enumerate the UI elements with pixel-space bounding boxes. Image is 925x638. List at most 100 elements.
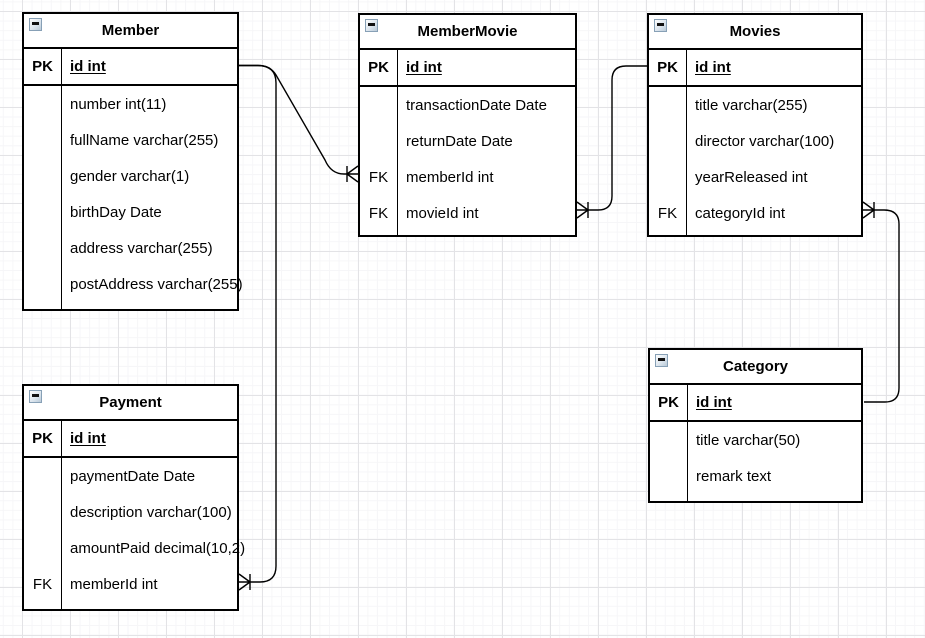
field-label: memberId int <box>70 575 158 593</box>
table-row[interactable]: remark text <box>650 458 861 494</box>
key-cell <box>360 87 398 123</box>
table-title: Category <box>722 358 789 375</box>
table-row[interactable]: returnDate Date <box>360 123 575 159</box>
key-cell <box>360 123 398 159</box>
relationship-member-membermovie[interactable] <box>239 64 359 183</box>
table-title-bar[interactable]: Category <box>650 350 861 385</box>
table-row[interactable]: director varchar(100) <box>649 123 861 159</box>
table-row[interactable]: fullName varchar(255) <box>24 122 237 158</box>
entity-table-member[interactable]: Member PK id int number int(11) fullName… <box>22 12 243 311</box>
field-label: fullName varchar(255) <box>70 131 219 149</box>
field-label: director varchar(100) <box>695 132 835 150</box>
key-cell: PK <box>24 49 62 84</box>
collapse-minus-icon[interactable] <box>29 18 42 31</box>
table-footer-spacer <box>24 602 237 609</box>
table-row[interactable]: transactionDate Date <box>360 87 575 123</box>
table-row[interactable]: title varchar(255) <box>649 87 861 123</box>
field-label: address varchar(255) <box>70 239 213 257</box>
table-row[interactable]: amountPaid decimal(10,2) <box>24 530 245 566</box>
entity-table-membermovie[interactable]: MemberMovie PK id int transactionDate Da… <box>358 13 577 237</box>
table-title-bar[interactable]: Movies <box>649 15 861 50</box>
collapse-minus-icon[interactable] <box>654 19 667 32</box>
table-row[interactable]: postAddress varchar(255) <box>24 266 243 302</box>
field-label: paymentDate Date <box>70 467 196 485</box>
table-row-pk[interactable]: PK id int <box>649 50 861 87</box>
table-row[interactable]: FK categoryId int <box>649 195 861 231</box>
table-title-bar[interactable]: Payment <box>24 386 237 421</box>
field-label: movieId int <box>406 204 479 222</box>
table-row-pk[interactable]: PK id int <box>24 49 237 86</box>
key-cell: PK <box>360 50 398 85</box>
key-cell <box>24 530 62 566</box>
table-title: Member <box>101 22 160 39</box>
table-row-pk[interactable]: PK id int <box>650 385 861 422</box>
key-cell: FK <box>649 195 687 231</box>
field-label: title varchar(255) <box>695 96 808 114</box>
table-title-bar[interactable]: MemberMovie <box>360 15 575 50</box>
table-row[interactable]: FK movieId int <box>360 195 575 231</box>
field-label: postAddress varchar(255) <box>70 275 243 293</box>
key-cell <box>24 194 62 230</box>
pk-field-label: id int <box>70 430 106 447</box>
table-row-pk[interactable]: PK id int <box>360 50 575 87</box>
table-row[interactable]: FK memberId int <box>24 566 237 602</box>
pk-field-label: id int <box>406 59 442 76</box>
pk-field-label: id int <box>695 59 731 76</box>
field-label: yearReleased int <box>695 168 808 186</box>
field-label: description varchar(100) <box>70 503 232 521</box>
crow-foot-icon <box>238 573 251 591</box>
pk-field-label: id int <box>696 394 732 411</box>
collapse-minus-icon[interactable] <box>29 390 42 403</box>
table-row[interactable]: gender varchar(1) <box>24 158 237 194</box>
field-label: remark text <box>696 467 772 485</box>
table-row[interactable]: FK memberId int <box>360 159 575 195</box>
key-cell <box>24 266 62 302</box>
table-row[interactable]: birthDay Date <box>24 194 237 230</box>
entity-table-movies[interactable]: Movies PK id int title varchar(255) dire… <box>647 13 863 237</box>
table-row[interactable]: yearReleased int <box>649 159 861 195</box>
table-title: Payment <box>99 394 162 411</box>
table-row-pk[interactable]: PK id int <box>24 421 237 458</box>
key-cell <box>650 422 688 458</box>
field-label: gender varchar(1) <box>70 167 190 185</box>
crow-foot-icon <box>346 165 359 183</box>
entity-table-category[interactable]: Category PK id int title varchar(50) rem… <box>648 348 863 503</box>
key-cell <box>649 123 687 159</box>
field-label: amountPaid decimal(10,2) <box>70 539 246 557</box>
table-title: Movies <box>729 23 781 40</box>
pk-field-label: id int <box>70 58 106 75</box>
table-row[interactable]: paymentDate Date <box>24 458 237 494</box>
field-label: memberId int <box>406 168 494 186</box>
table-footer-spacer <box>360 231 575 235</box>
collapse-minus-icon[interactable] <box>365 19 378 32</box>
key-cell: PK <box>649 50 687 85</box>
key-cell <box>649 87 687 123</box>
relationship-movies-category[interactable] <box>862 201 900 403</box>
key-cell <box>24 230 62 266</box>
field-label: birthDay Date <box>70 203 162 221</box>
key-cell: PK <box>650 385 688 420</box>
table-row[interactable]: number int(11) <box>24 86 237 122</box>
crow-foot-icon <box>862 201 875 219</box>
relationship-member-payment[interactable] <box>238 64 277 591</box>
key-cell <box>24 158 62 194</box>
field-label: title varchar(50) <box>696 431 801 449</box>
field-label: returnDate Date <box>406 132 513 150</box>
table-title: MemberMovie <box>417 23 518 40</box>
table-row[interactable]: description varchar(100) <box>24 494 237 530</box>
table-row[interactable]: title varchar(50) <box>650 422 861 458</box>
key-cell <box>24 494 62 530</box>
key-cell <box>24 122 62 158</box>
field-label: number int(11) <box>70 95 167 113</box>
table-row[interactable]: address varchar(255) <box>24 230 237 266</box>
field-label: transactionDate Date <box>406 96 547 114</box>
table-title-bar[interactable]: Member <box>24 14 237 49</box>
table-footer-spacer <box>650 494 861 501</box>
key-cell: FK <box>24 566 62 602</box>
table-footer-spacer <box>24 302 237 309</box>
collapse-minus-icon[interactable] <box>655 354 668 367</box>
key-cell <box>24 86 62 122</box>
entity-table-payment[interactable]: Payment PK id int paymentDate Date descr… <box>22 384 245 611</box>
relationship-membermovie-movies[interactable] <box>576 65 647 219</box>
